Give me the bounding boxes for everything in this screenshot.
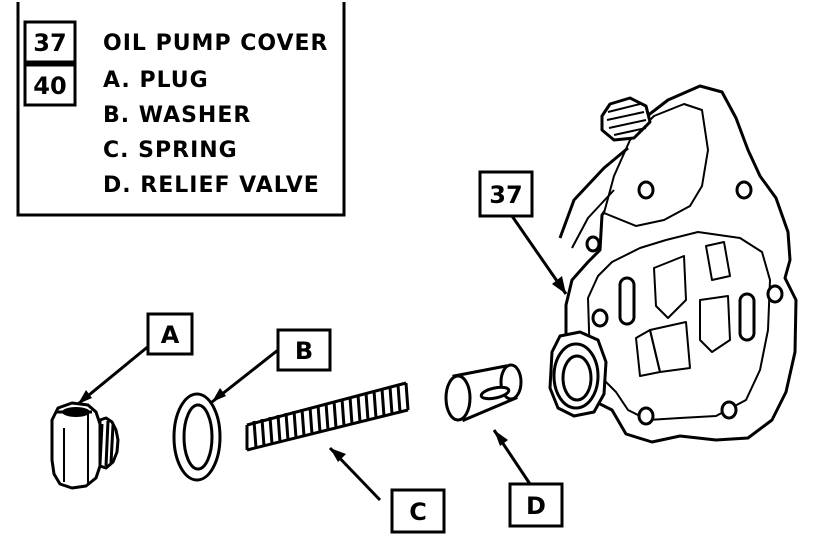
legend-ref-40: 40 — [33, 72, 66, 100]
plug-drawing — [50, 401, 120, 490]
callout-d-text: D — [526, 492, 546, 520]
legend-line-plug: A. PLUG — [103, 68, 209, 93]
legend-ref-40-box — [23, 63, 77, 107]
callout-b-text: B — [295, 337, 313, 365]
callout-a-text: A — [161, 321, 180, 349]
callout-c: C — [390, 488, 446, 534]
relief-valve-drawing — [444, 363, 523, 423]
legend-line-washer: B. WASHER — [103, 103, 251, 128]
legend-line-relief-valve: D. RELIEF VALVE — [103, 173, 320, 198]
legend: 37 40 OIL PUMP COVER A. PLUG B. WASHER C… — [16, 2, 346, 217]
legend-line-cover: OIL PUMP COVER — [103, 31, 328, 56]
spring-drawing — [245, 381, 410, 452]
callout-37: 37 — [478, 170, 534, 218]
callout-b: B — [276, 328, 332, 372]
callout-arrowheads — [78, 276, 566, 462]
washer-drawing — [172, 392, 222, 482]
callout-d: D — [508, 482, 564, 528]
callout-c-text: C — [409, 498, 427, 526]
oil-pump-cover-drawing — [548, 84, 798, 444]
callout-a: A — [146, 312, 194, 356]
callout-37-text: 37 — [489, 181, 522, 209]
legend-ref-37-box — [23, 20, 77, 64]
legend-line-spring: C. SPRING — [103, 138, 238, 163]
legend-ref-37: 37 — [33, 29, 66, 57]
